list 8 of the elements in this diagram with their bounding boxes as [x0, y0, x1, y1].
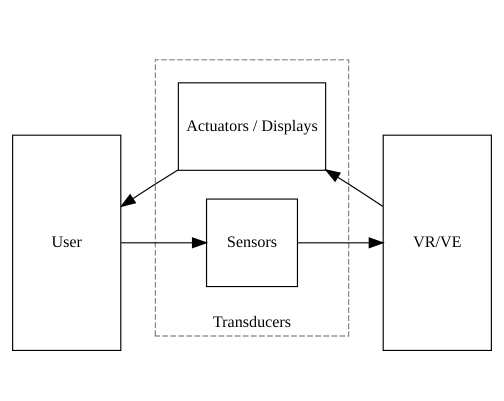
node-box: User — [12, 134, 122, 351]
arrow — [324, 168, 384, 207]
node-box: Sensors — [206, 198, 298, 288]
arrow — [121, 237, 208, 248]
arrow — [120, 169, 178, 208]
arrow — [298, 237, 385, 248]
node-box: VR/VE — [382, 134, 492, 351]
node-box: Actuators / Displays — [178, 82, 326, 171]
